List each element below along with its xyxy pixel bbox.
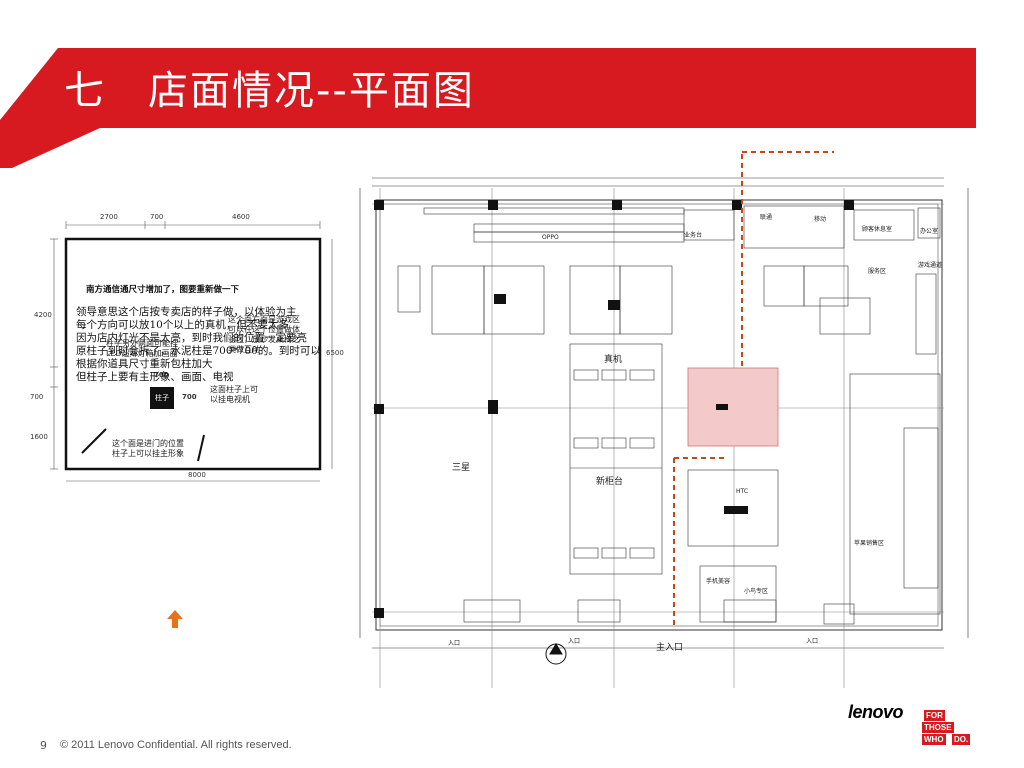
dim-left-b: 700 bbox=[30, 393, 44, 401]
zone-phone-beauty: 手机美容 bbox=[706, 578, 731, 585]
slide-title: 七 店面情况--平面图 bbox=[64, 68, 475, 114]
floorplan-drawing bbox=[359, 151, 969, 688]
zone-new-counter: 新柜台 bbox=[596, 477, 624, 487]
label-unicom: 联通 bbox=[760, 214, 773, 221]
entrance-marker-icon bbox=[545, 643, 567, 665]
label-entrance-1: 入口 bbox=[448, 640, 461, 647]
dim-top-c: 4600 bbox=[232, 213, 250, 221]
label-htc: HTC bbox=[736, 488, 749, 495]
lenovo-logo: lenovo FOR THOSE WHO DO. bbox=[848, 700, 980, 750]
zone-xiaomi: 小鸟专区 bbox=[744, 588, 769, 595]
logo-tag-who: WHO bbox=[922, 734, 946, 745]
dim-bottom: 8000 bbox=[188, 471, 206, 479]
header-band bbox=[0, 48, 976, 168]
dim-top-a: 2700 bbox=[100, 213, 118, 221]
zone-demo: 真机 bbox=[604, 355, 623, 365]
left-sketch-drawing bbox=[50, 221, 333, 482]
pillar bbox=[150, 387, 174, 409]
pillar-width-label: 700 bbox=[154, 371, 169, 379]
label-service: 服务区 bbox=[868, 268, 887, 275]
label-main-entrance: 主入口 bbox=[656, 643, 684, 653]
copyright: © 2011 Lenovo Confidential. All rights r… bbox=[60, 739, 292, 751]
sketch-caption: 南方通信通尺寸增加了，图要重新做一下 bbox=[86, 285, 240, 295]
floorplan: 三星 真机 新柜台 手机美容 小鸟专区 苹果销售区 游戏通道 办公室 顾客休息室… bbox=[344, 148, 976, 688]
zone-accessories: 苹果销售区 bbox=[854, 540, 885, 547]
up-arrow-icon bbox=[167, 610, 183, 628]
dim-left-a: 4200 bbox=[34, 311, 52, 319]
zone-business: 业务台 bbox=[684, 232, 703, 239]
note-entrance: 这个面是进门的位置 柱子上可以挂主形象 bbox=[112, 439, 184, 458]
logo-wordmark: lenovo bbox=[848, 702, 904, 722]
zone-samsung: 三星 bbox=[452, 463, 471, 473]
entrance-mark-right bbox=[197, 434, 205, 462]
note-gaming-area: 这个面右面是游戏区 可以在这个位置做体 验区，放沙发桌椅之 类做互动 bbox=[228, 315, 300, 354]
label-mobile: 移动 bbox=[814, 216, 827, 223]
pillar-label: 柱子 bbox=[155, 394, 169, 402]
dim-right: 6500 bbox=[326, 349, 344, 357]
dim-top-b: 700 bbox=[150, 213, 164, 221]
room-outline bbox=[64, 237, 322, 471]
label-entrance-2: 入口 bbox=[568, 638, 581, 645]
note-pillar-led: 柱子另外两面可能挂 LED超薄灯箱加画面 bbox=[106, 339, 178, 358]
dim-left-c: 1600 bbox=[30, 433, 48, 441]
leader-note: 领导意思这个店按专卖店的样子做，以体验为主 每个方向可以放10个以上的真机，但不… bbox=[76, 306, 321, 383]
note-pillar-tv: 这面柱子上可 以挂电视机 bbox=[210, 385, 258, 404]
header-red-shape bbox=[0, 48, 976, 168]
logo-tag-for: FOR bbox=[924, 710, 945, 721]
zone-gaming: 游戏通道 bbox=[918, 262, 943, 269]
label-oppo: OPPO bbox=[542, 234, 559, 241]
logo-tag-those: THOSE bbox=[922, 722, 954, 733]
pillar-height-label: 700 bbox=[182, 393, 197, 401]
left-sketch-panel: 2700 700 4600 4200 700 1600 6500 8000 70… bbox=[0, 207, 344, 597]
logo-tag-do: DO. bbox=[952, 734, 971, 745]
page-number: 9 bbox=[40, 739, 47, 752]
zone-storage: 顾客休息室 bbox=[862, 226, 893, 233]
label-entrance-3: 入口 bbox=[806, 638, 819, 645]
zone-office: 办公室 bbox=[920, 228, 939, 235]
entrance-mark-left bbox=[81, 428, 107, 454]
hatched-zone bbox=[687, 367, 779, 447]
